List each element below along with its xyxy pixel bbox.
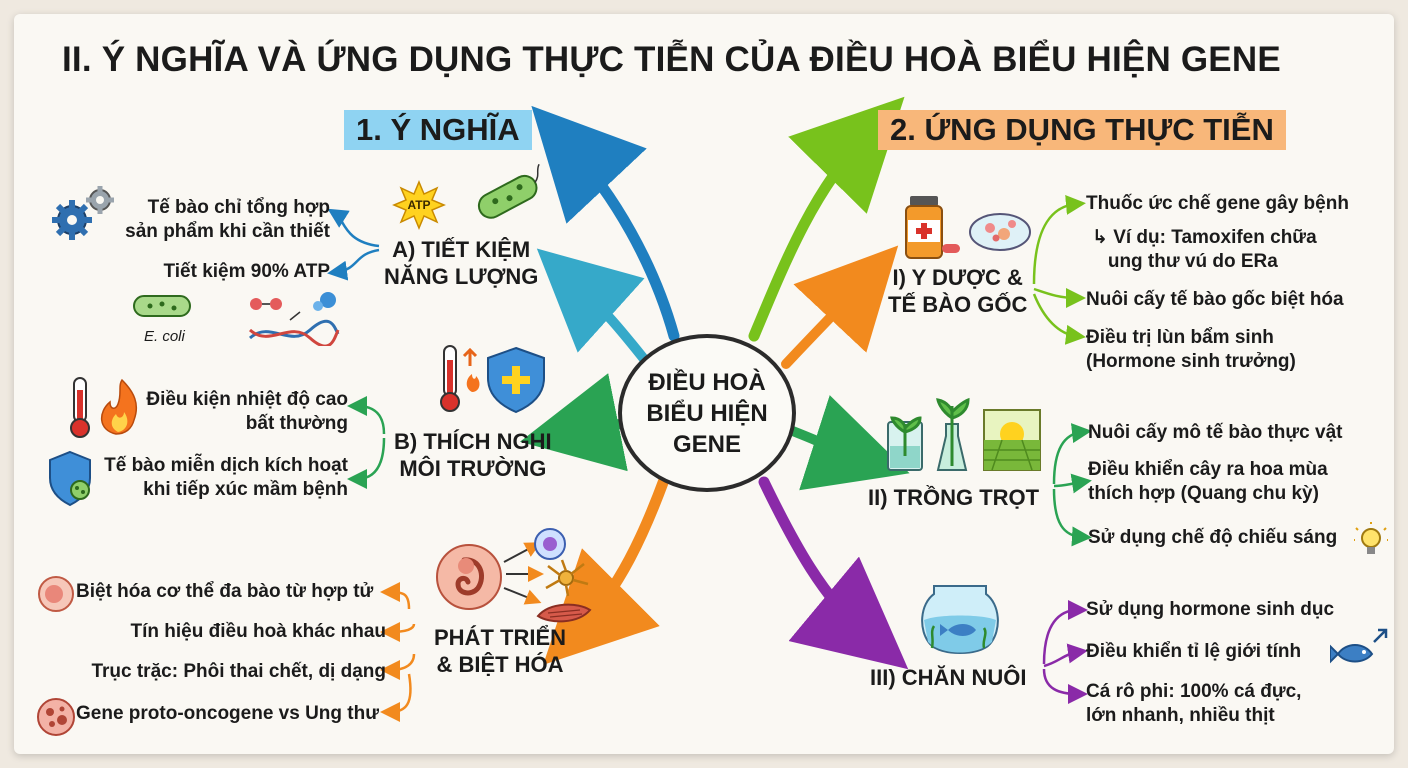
center-node: ĐIỀU HOÀ BIỂU HIỆN GENE	[618, 334, 796, 492]
leaf-iii-2: Điều khiển tỉ lệ giới tính	[1086, 641, 1302, 662]
leaf-i-2: ↳ Ví dụ: Tamoxifen chữa ung thư vú do ER…	[1092, 227, 1317, 272]
bacterium-icon	[477, 164, 540, 219]
neuron-icon	[545, 559, 589, 597]
fish-bowl-icon	[921, 585, 999, 654]
lightbulb-icon	[1354, 522, 1388, 554]
branch-label-iii: III) CHĂN NUÔI	[870, 665, 1027, 690]
leaf-ii-3: Sử dụng chế độ chiếu sáng	[1088, 527, 1338, 548]
zygote-icon	[38, 576, 74, 612]
page-title: II. Ý NGHĨA VÀ ỨNG DỤNG THỰC TIỄN CỦA ĐI…	[62, 40, 1281, 79]
branch-label-a: A) TIẾT KIỆM NĂNG LƯỢNG	[384, 237, 539, 289]
leaf-a-1: Tế bào chỉ tổng hợp sản phẩm khi cần thi…	[125, 197, 330, 242]
fish-icon	[1330, 628, 1388, 664]
atp-burst-icon: ATP	[392, 180, 446, 230]
thermo-shield-icon	[440, 345, 545, 414]
leaf-c-2: Tín hiệu điều hoà khác nhau	[130, 621, 386, 642]
immune-shield-icon	[49, 450, 91, 507]
leaf-b-2: Tế bào miễn dịch kích hoạt khi tiếp xúc …	[104, 455, 348, 500]
branch-label-i: I) Y DƯỢC & TẾ BÀO GỐC	[888, 265, 1028, 317]
branch-to-c	[543, 474, 670, 665]
cancer-cell-icon	[37, 698, 75, 736]
atp-label: ATP	[407, 198, 430, 212]
mind-map-canvas: II. Ý NGHĨA VÀ ỨNG DỤNG THỰC TIỄN CỦA ĐI…	[14, 14, 1394, 754]
leaf-b-1: Điều kiện nhiệt độ cao bất thường	[146, 389, 348, 434]
leaf-c-4: Gene proto-oncogene vs Ung thư	[76, 703, 379, 724]
branch-label-c: PHÁT TRIỂN & BIỆT HÓA	[434, 625, 566, 677]
branch-to-heading-2	[748, 96, 905, 342]
connector-lines	[327, 96, 1092, 722]
leaf-i-1: Thuốc ức chế gene gây bệnh	[1086, 193, 1349, 214]
dna-molecule-icon	[248, 292, 340, 346]
medicine-petri-icon	[905, 196, 1031, 259]
center-label: ĐIỀU HOÀ BIỂU HIỆN GENE	[646, 368, 768, 458]
branch-to-b	[519, 373, 628, 472]
branch-to-i	[781, 245, 899, 369]
leaf-iii-3: Cá rô phi: 100% cá đực, lớn nhanh, nhiều…	[1086, 681, 1302, 726]
leaf-i-3: Nuôi cấy tế bào gốc biệt hóa	[1086, 289, 1344, 310]
leaf-c-1: Biệt hóa cơ thể đa bào từ hợp tử	[76, 581, 374, 602]
branch-to-iii	[758, 476, 909, 670]
ecoli-label: E. coli	[144, 328, 185, 345]
branch-to-ii	[785, 395, 910, 491]
leaf-ii-1: Nuôi cấy mô tế bào thực vật	[1088, 422, 1343, 443]
heading-ung-dung: 2. ỨNG DỤNG THỰC TIỄN	[878, 110, 1286, 150]
muscle-icon	[536, 603, 592, 623]
gears-icon	[52, 186, 114, 240]
leaf-a-2: Tiết kiệm 90% ATP	[163, 261, 331, 282]
cell-icon	[534, 528, 566, 560]
leaf-c-3: Trục trặc: Phôi thai chết, dị dạng	[91, 661, 386, 682]
leaf-i-4: Điều trị lùn bẩm sinh (Hormone sinh trưở…	[1086, 327, 1296, 372]
plant-culture-icon	[887, 397, 1041, 471]
branch-label-b: B) THÍCH NGHI MÔI TRƯỜNG	[394, 429, 552, 481]
thermometer-flame-icon	[70, 377, 138, 438]
branch-to-heading-1	[531, 105, 680, 342]
ecoli-icon	[133, 295, 191, 317]
branch-to-a	[536, 248, 649, 364]
branch-label-ii: II) TRỒNG TRỌT	[868, 485, 1040, 510]
heading-y-nghia: 1. Ý NGHĨA	[344, 110, 532, 150]
leaf-iii-1: Sử dụng hormone sinh dục	[1086, 599, 1335, 620]
embryo-icon	[436, 544, 502, 610]
leaf-ii-2: Điều khiển cây ra hoa mùa thích hợp (Qua…	[1088, 459, 1328, 504]
